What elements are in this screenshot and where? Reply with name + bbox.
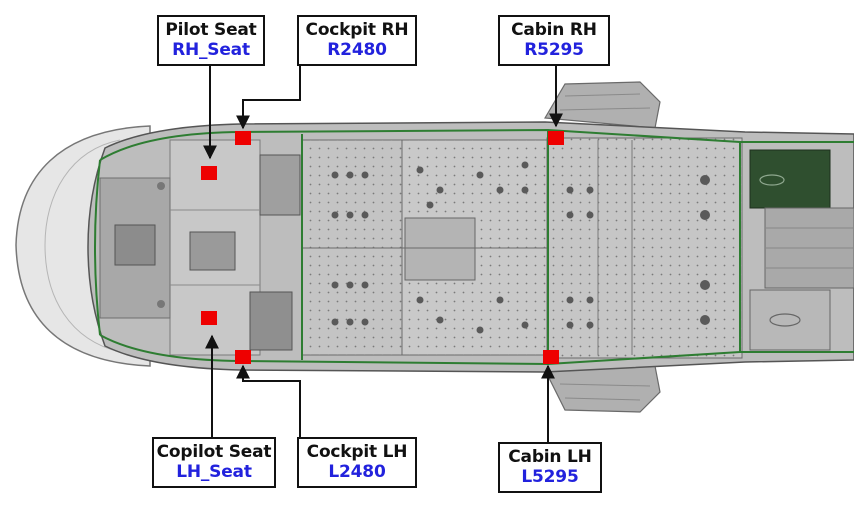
callout-pilot-seat: Pilot Seat RH_Seat	[157, 15, 265, 66]
leader-cockpit-lh	[236, 364, 301, 437]
callout-cabin-lh: Cabin LH L5295	[498, 442, 602, 493]
callout-cockpit-lh-code: L2480	[328, 462, 386, 482]
callout-cockpit-lh: Cockpit LH L2480	[297, 437, 417, 488]
sensor-markers	[201, 131, 564, 364]
callout-copilot-seat-title: Copilot Seat	[156, 442, 272, 462]
sponson-top	[544, 81, 661, 129]
sensor-marker-cockpit-lh	[235, 350, 251, 364]
callout-cockpit-rh-code: R2480	[327, 40, 387, 60]
sponson-bottom	[544, 365, 661, 413]
sensor-marker-copilot-seat	[201, 311, 217, 325]
callout-pilot-seat-code: RH_Seat	[172, 40, 250, 60]
floor-outline	[94, 128, 854, 366]
sensor-marker-cabin-rh	[548, 131, 564, 145]
sensor-marker-cockpit-rh	[235, 131, 251, 145]
callout-cockpit-rh: Cockpit RH R2480	[297, 15, 417, 66]
callout-cabin-rh-title: Cabin RH	[511, 20, 597, 40]
callout-cockpit-lh-title: Cockpit LH	[306, 442, 408, 462]
leader-lines	[203, 66, 563, 442]
callout-cabin-lh-code: L5295	[521, 467, 579, 487]
callout-cabin-rh: Cabin RH R5295	[498, 15, 610, 66]
callout-cabin-rh-code: R5295	[524, 40, 584, 60]
cabin-floor	[301, 137, 743, 359]
aft-compartment	[749, 149, 854, 351]
sensor-marker-pilot-seat	[201, 166, 217, 180]
cockpit-floor	[99, 139, 301, 356]
sensor-marker-cabin-lh	[543, 350, 559, 364]
callout-pilot-seat-title: Pilot Seat	[165, 20, 257, 40]
callout-cabin-lh-title: Cabin LH	[508, 447, 592, 467]
callout-cockpit-rh-title: Cockpit RH	[305, 20, 409, 40]
callout-copilot-seat: Copilot Seat LH_Seat	[152, 437, 276, 488]
callout-copilot-seat-code: LH_Seat	[176, 462, 252, 482]
leader-cockpit-rh	[236, 66, 301, 130]
